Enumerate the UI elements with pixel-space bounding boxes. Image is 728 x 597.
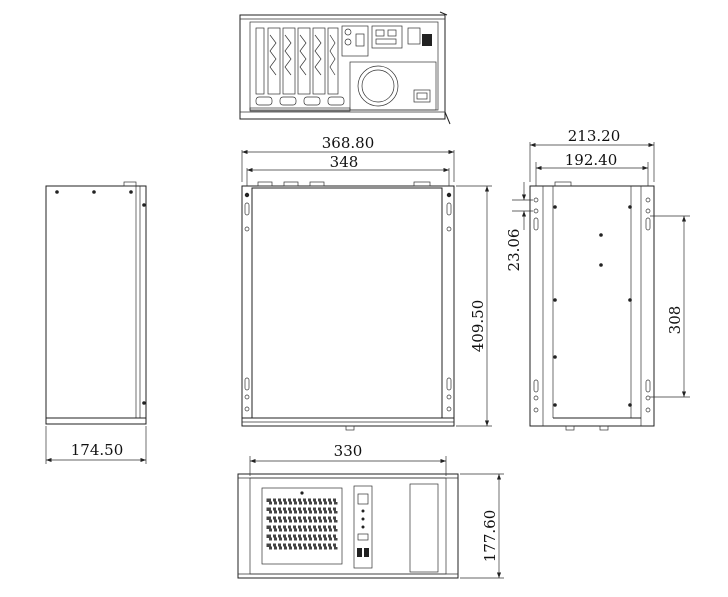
dim-right-hole-spacing: 308 xyxy=(650,215,690,398)
dim-label-409: 409.50 xyxy=(469,300,487,353)
psu-fan xyxy=(349,61,437,111)
dim-label-23: 23.06 xyxy=(505,229,523,272)
bottom-ports xyxy=(249,96,351,112)
drive-bay xyxy=(409,483,439,573)
right-side-view xyxy=(529,181,655,431)
dim-front-height: 409.50 xyxy=(456,185,492,427)
left-side-view xyxy=(45,181,147,425)
io-panel xyxy=(341,25,432,57)
mount-holes-front xyxy=(244,192,452,412)
dim-front-width-inner: 348 xyxy=(246,153,450,186)
dim-right-width-inner: 192.40 xyxy=(535,151,649,186)
control-strip xyxy=(353,485,373,569)
bottom-view-front-panel xyxy=(237,473,459,579)
dim-label-174: 174.50 xyxy=(71,441,124,459)
expansion-slots xyxy=(255,27,339,95)
filter-grille xyxy=(261,487,343,565)
dim-right-hole-offset: 23.06 xyxy=(505,182,533,271)
top-view-rear-panel xyxy=(239,11,451,125)
dim-label-348: 348 xyxy=(330,153,359,171)
dim-label-213: 213.20 xyxy=(568,127,621,145)
dim-left-depth: 174.50 xyxy=(45,426,147,464)
dim-label-368: 368.80 xyxy=(322,134,375,152)
dim-bottom-height: 177.60 xyxy=(460,473,504,579)
mount-holes-right xyxy=(533,197,651,413)
dim-right-width-outer: 213.20 xyxy=(529,127,655,182)
dim-label-308: 308 xyxy=(666,306,684,335)
dim-label-330: 330 xyxy=(334,442,363,460)
dim-bottom-width: 330 xyxy=(249,442,447,476)
dim-front-width-outer: 368.80 xyxy=(241,134,455,182)
front-view xyxy=(241,181,455,431)
dim-label-177: 177.60 xyxy=(481,510,499,563)
dim-label-192: 192.40 xyxy=(565,151,618,169)
